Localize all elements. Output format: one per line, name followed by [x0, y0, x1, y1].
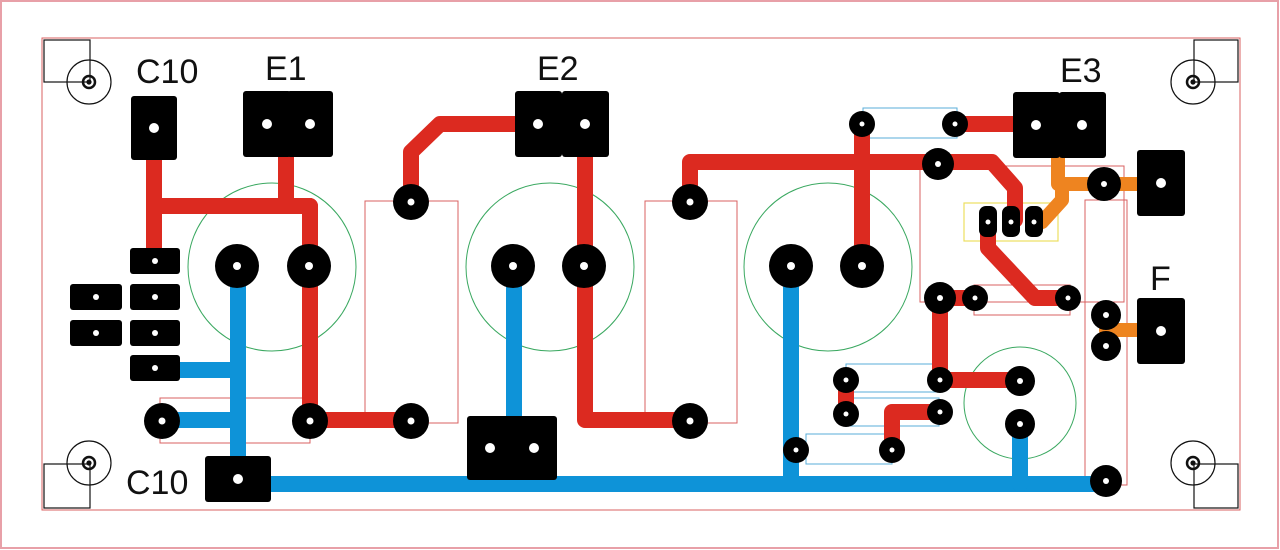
red-trace-q-left — [932, 154, 1023, 228]
orange-trace-q — [1035, 177, 1069, 229]
mounting-hole-tl — [66, 59, 112, 105]
red-trace-e2-left — [403, 116, 546, 210]
label-e3: E3 — [1060, 52, 1102, 90]
capacitor-outline-2 — [465, 182, 635, 352]
mounting-holes — [43, 39, 1239, 509]
label-e2: E2 — [537, 50, 579, 88]
mounting-hole-br — [1170, 440, 1216, 486]
board-outline — [41, 37, 1241, 511]
label-c10-top: C10 — [136, 53, 198, 91]
corner-box-br — [1193, 463, 1239, 509]
capacitor-outline-1 — [187, 182, 357, 352]
capacitor-outline-3 — [743, 182, 913, 352]
corner-box-tr — [1193, 39, 1239, 83]
mounting-hole-bl — [66, 440, 112, 486]
bottom-connector-pad — [467, 416, 557, 480]
pad-holes — [93, 119, 1166, 484]
mounting-hole-tr — [1170, 59, 1216, 105]
label-e1: E1 — [265, 50, 307, 88]
resistor-outline-4 — [919, 165, 1125, 303]
label-f: F — [1150, 260, 1171, 298]
red-trace-c2-right — [577, 258, 698, 428]
label-c10-bottom: C10 — [126, 464, 188, 502]
